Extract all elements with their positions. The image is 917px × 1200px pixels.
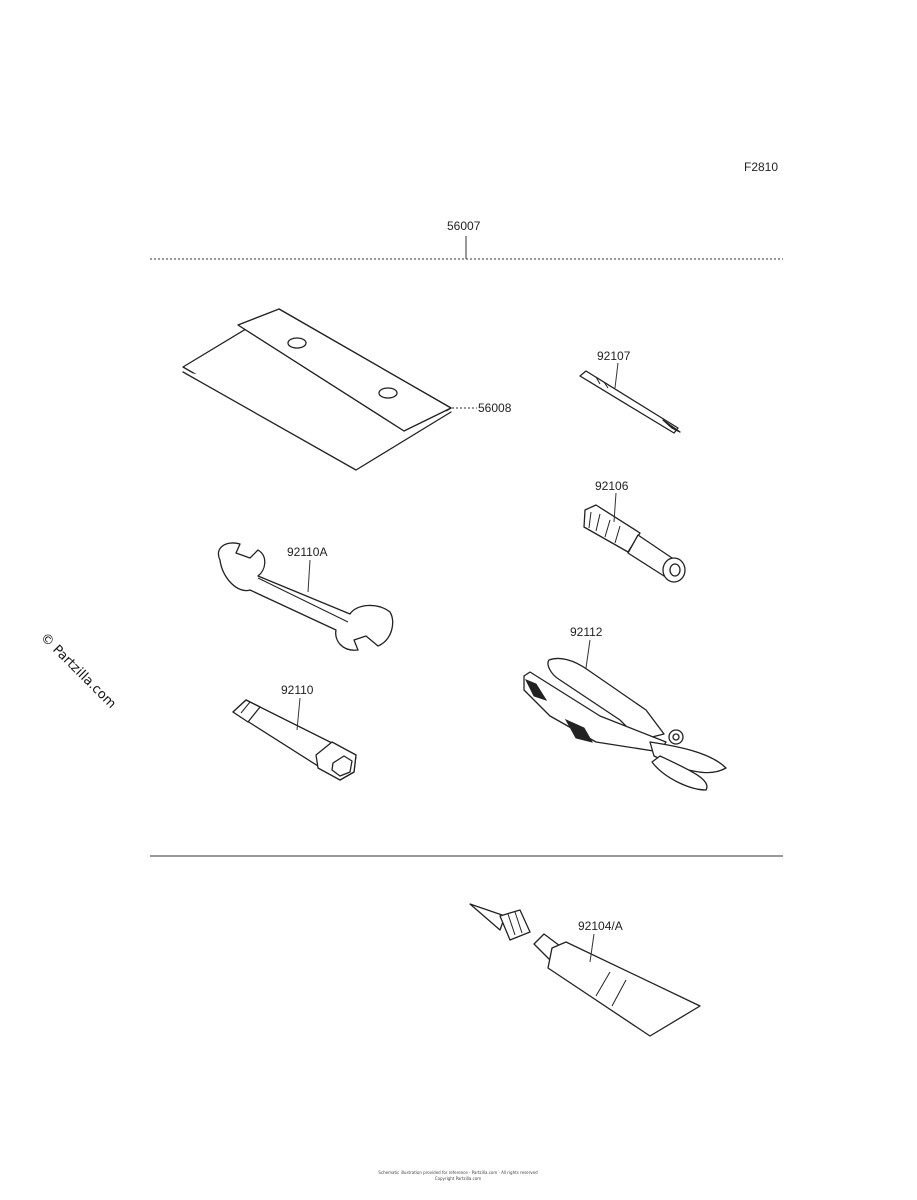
plug-wrench-leader-line (296, 697, 301, 731)
kit-number-label: 56007 (447, 219, 481, 233)
case-part-label: 56008 (478, 401, 512, 415)
wrench-part-label: 92110A (287, 545, 327, 559)
wrench-leader-line (307, 559, 311, 593)
handle-part-label: 92106 (595, 479, 629, 493)
figure-code: F2810 (744, 160, 778, 174)
handle-leader-line (613, 492, 617, 523)
plug-wrench-illustration (232, 699, 357, 781)
tool-case-illustration (182, 308, 452, 471)
pliers-illustration (523, 657, 727, 791)
plug-wrench-part-label: 92110 (281, 683, 314, 697)
screwdriver-part-label: 92107 (597, 349, 631, 363)
handle-illustration (583, 504, 686, 583)
pliers-leader-line (585, 639, 591, 669)
watermark-text: © Partzilla.com (37, 630, 119, 712)
footer-line-1: Schematic illustration provided for refe… (378, 1170, 538, 1175)
glue-tube-illustration (469, 903, 701, 1037)
glue-part-label: 92104/A (578, 919, 623, 933)
screwdriver-leader-line (614, 362, 619, 389)
pliers-part-label: 92112 (570, 625, 603, 639)
open-end-wrench-illustration (217, 542, 394, 651)
screwdriver-illustration (579, 370, 681, 434)
footer-line-2: Copyright Partzilla.com (435, 1176, 482, 1181)
glue-leader-line (589, 933, 595, 963)
